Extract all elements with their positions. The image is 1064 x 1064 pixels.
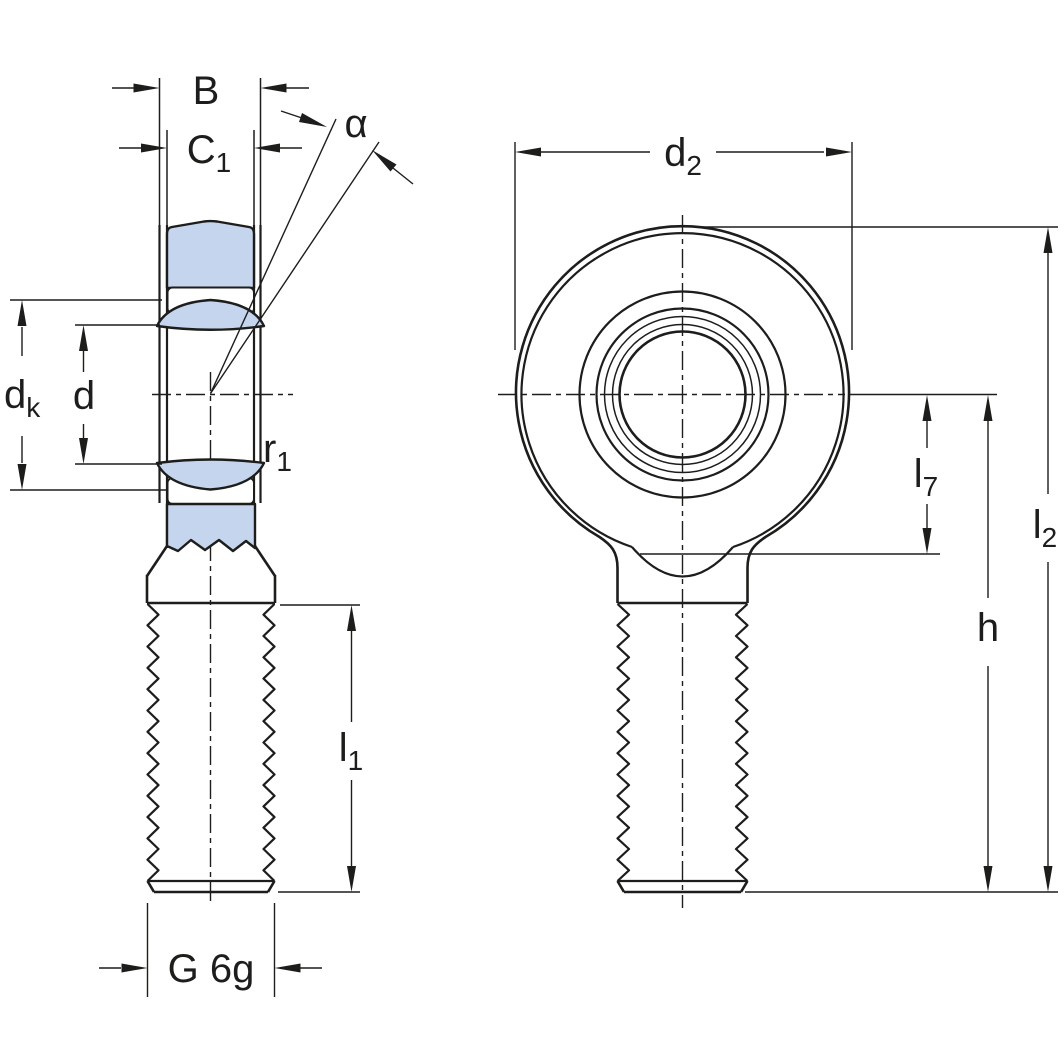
dim-label-d2: d2 — [664, 131, 702, 181]
dim-label-alpha: α — [344, 102, 367, 146]
dim-label-C1: C1 — [187, 128, 231, 178]
ring-section-upper — [165, 219, 256, 290]
dim-label-d: d — [73, 374, 95, 418]
head-inner-contour-arc — [520, 232, 845, 549]
dimension-d: d — [73, 324, 162, 465]
right-shank-thread-right-edge — [734, 603, 749, 882]
alpha-arrowhead-1 — [299, 113, 327, 127]
alpha-angle-line-2 — [209, 141, 380, 394]
alpha-angle-line-1 — [209, 118, 337, 394]
shank-flare-left — [145, 545, 169, 577]
alpha-arrow-tail-2 — [392, 167, 414, 185]
dimension-h: h — [977, 395, 999, 892]
dim-label-G6g: G 6g — [168, 947, 255, 991]
liner-lens-upper — [155, 298, 266, 331]
dim-label-l1: l1 — [339, 726, 363, 776]
front-view: d2 l7 h l2 — [498, 131, 1058, 908]
dimension-B: B — [112, 69, 309, 113]
ball-chamfer-circle — [595, 307, 770, 482]
alpha-arrow-tail-1 — [280, 110, 303, 119]
dim-label-B: B — [193, 69, 220, 113]
dimension-l2: l2 — [1033, 227, 1057, 892]
bore-ring-circle-1 — [603, 315, 762, 474]
ring-section-lower-with-break — [165, 502, 257, 553]
alpha-arrowhead-2 — [372, 150, 397, 172]
dim-label-dk: dk — [4, 373, 41, 423]
dimension-l1: l1 — [278, 604, 363, 893]
dimension-C1: C1 — [119, 128, 302, 178]
shank-flare-right — [253, 545, 277, 577]
right-shank-end-cap — [616, 880, 749, 894]
bore-circle — [618, 330, 747, 459]
dimension-d2: d2 — [514, 131, 853, 350]
dim-label-l2: l2 — [1033, 503, 1057, 553]
dim-label-l7: l7 — [914, 452, 938, 502]
head-outer-profile — [514, 224, 851, 603]
right-shank-thread-left-edge — [616, 603, 631, 882]
dimension-l7: l7 — [914, 395, 938, 554]
dimension-G6g: G 6g — [99, 903, 322, 997]
dimension-dk: dk — [4, 299, 166, 491]
left-shank-end-cap — [146, 880, 276, 894]
left-shank-thread-right-edge — [262, 603, 276, 882]
left-shank-thread-left-edge — [146, 603, 160, 882]
liner-lens-lower — [155, 458, 266, 491]
section-view: B C1 α dk d r1 — [4, 69, 414, 997]
dim-label-r1: r1 — [263, 427, 292, 477]
ball-outer-circle — [578, 290, 787, 499]
head-recess-lower-arc — [631, 546, 734, 578]
dim-label-h: h — [977, 606, 999, 650]
bore-ring-circle-2 — [611, 323, 754, 466]
